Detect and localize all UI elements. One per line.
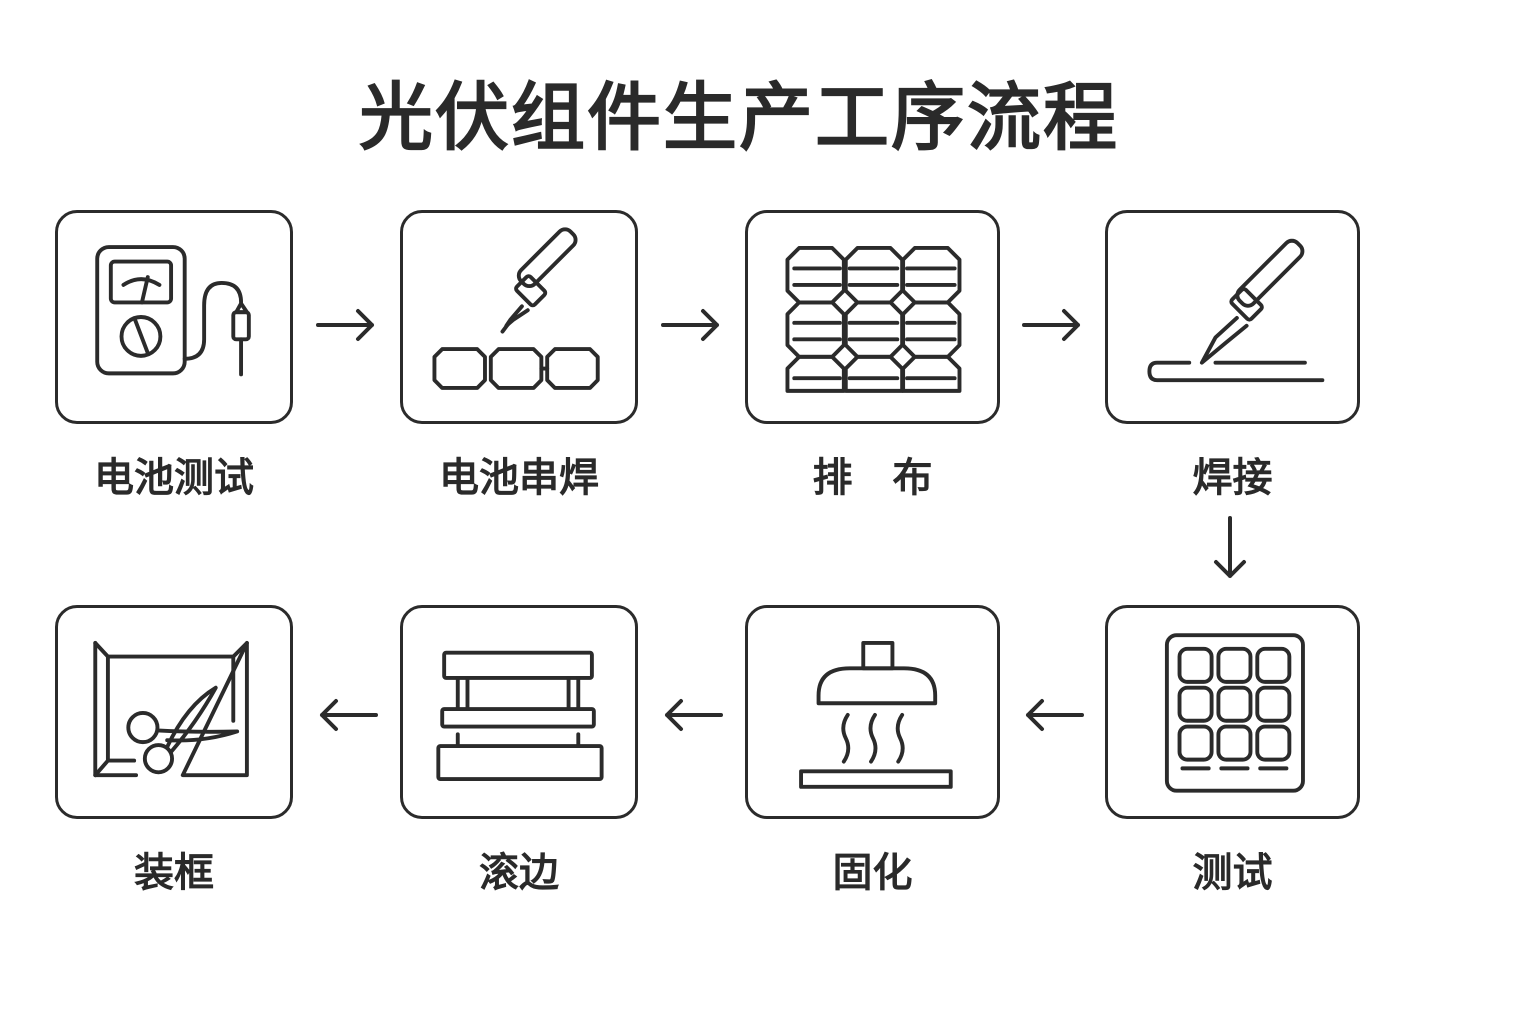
step-label-cell-stringing: 电池串焊	[439, 455, 599, 501]
arrow-right-icon	[657, 305, 727, 345]
step-box-cell-stringing	[400, 210, 638, 424]
step-label-layout: 排 布	[812, 455, 933, 501]
step-box-edge-rolling	[400, 605, 638, 819]
arrow-right-icon	[312, 305, 382, 345]
step-box-cell-test	[55, 210, 293, 424]
step-label-curing: 固化	[832, 850, 913, 896]
press-machine-icon	[436, 650, 604, 782]
arrow-right-icon	[1018, 305, 1088, 345]
multimeter-icon	[95, 245, 251, 377]
soldering-iron-cell-string-icon	[432, 227, 600, 390]
soldering-iron-icon	[1147, 238, 1325, 383]
step-box-test	[1105, 605, 1360, 819]
step-label-framing: 装框	[134, 850, 214, 896]
step-label-welding: 焊接	[1192, 455, 1273, 501]
solar-cell-array-icon	[785, 246, 962, 393]
solar-panel-grid-icon	[1164, 633, 1305, 793]
heating-lamp-icon	[799, 641, 953, 789]
step-label-cell-test: 电池测试	[94, 455, 254, 501]
frame-scissors-icon	[93, 641, 249, 778]
step-label-edge-rolling: 滚边	[479, 850, 559, 896]
arrow-left-icon	[1018, 695, 1088, 735]
arrow-down-icon	[1210, 512, 1250, 582]
step-box-framing	[55, 605, 293, 819]
step-label-test: 测试	[1192, 850, 1273, 896]
step-box-welding	[1105, 210, 1360, 424]
arrow-left-icon	[657, 695, 727, 735]
step-box-layout	[745, 210, 1000, 424]
arrow-left-icon	[312, 695, 382, 735]
diagram-title: 光伏组件生产工序流程	[359, 75, 1119, 161]
step-box-curing	[745, 605, 1000, 819]
